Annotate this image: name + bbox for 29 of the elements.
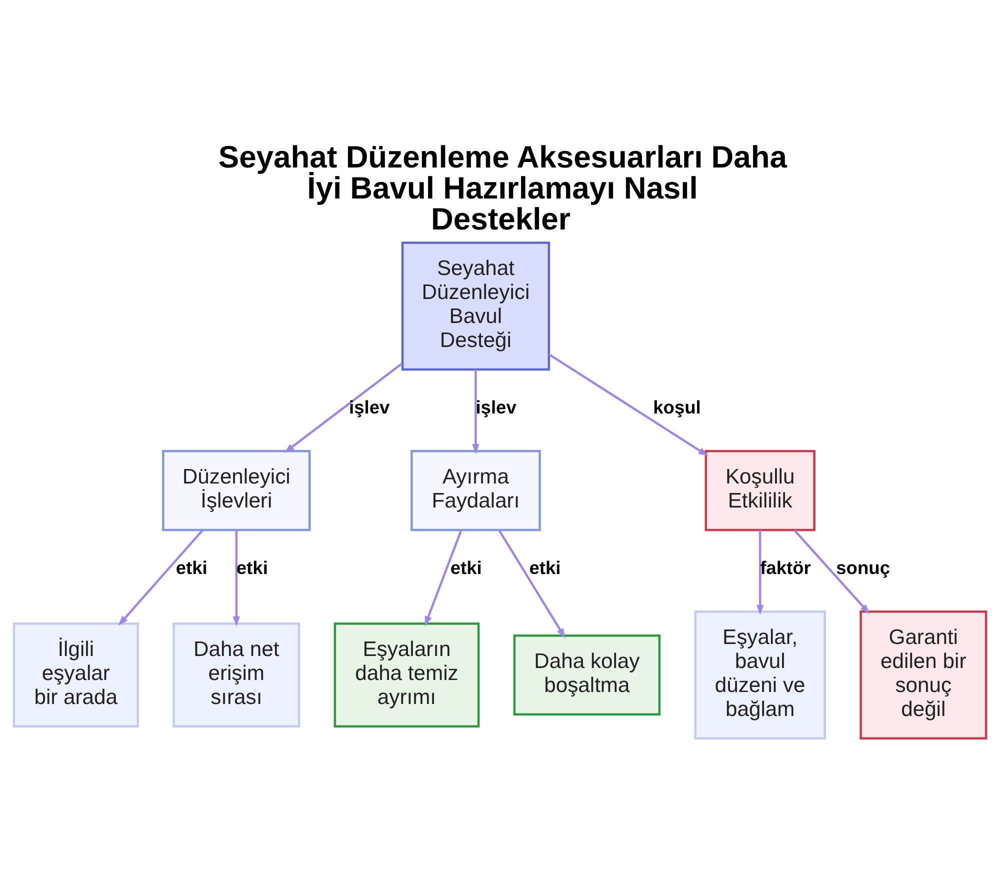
edge-label: koşul: [653, 396, 701, 418]
edge-label: etki: [529, 557, 561, 578]
arrow: [498, 529, 566, 638]
edge-label: etki: [176, 557, 208, 578]
edge-label: işlev: [349, 396, 390, 418]
node-box: Seyahat Düzenleyici Bavul Desteği: [401, 242, 550, 371]
arrow: [284, 362, 403, 453]
edge-label: işlev: [476, 396, 516, 418]
edge-label: etki: [236, 557, 268, 578]
edge-label: etki: [450, 557, 482, 578]
node-box: İlgili eşyalar bir arada: [12, 622, 139, 728]
arrow: [118, 529, 204, 626]
diagram-title: Seyahat Düzenleme Aksesuarları Daha İyi Bavul Hazırlamayı Nasıl Destekler: [218, 140, 788, 237]
arrow: [794, 529, 870, 614]
node-box: Düzenleyici İşlevleri: [162, 450, 311, 532]
node-box: Garanti edilen bir sonuç değil: [860, 610, 988, 740]
edge-label: faktör: [760, 557, 811, 578]
edge-label: sonuç: [836, 557, 890, 578]
arrow: [548, 353, 708, 456]
node-box: Daha kolay boşaltma: [513, 634, 661, 716]
node-box: Eşyalar, bavul düzeni ve bağlam: [694, 610, 826, 740]
node-box: Ayırma Faydaları: [410, 450, 541, 532]
node-box: Eşyaların daha temiz ayrımı: [334, 622, 480, 728]
node-box: Daha net erişim sırası: [172, 622, 300, 728]
node-box: Koşullu Etkililik: [704, 450, 816, 532]
arrow: [472, 370, 480, 454]
arrow: [424, 530, 462, 626]
arrow: [756, 530, 764, 616]
arrow: [232, 530, 240, 627]
